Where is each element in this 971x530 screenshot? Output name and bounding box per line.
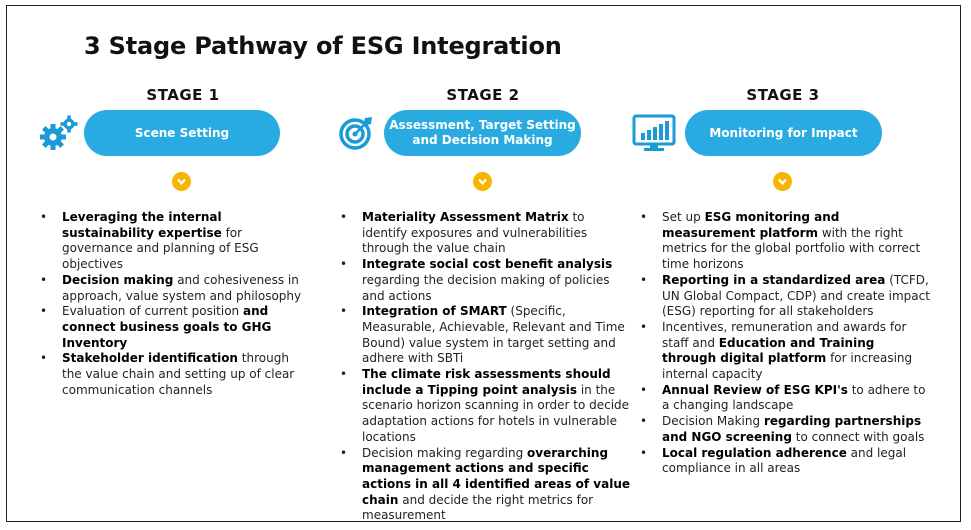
- bullet-bold-text: overarching management actions and speci…: [362, 445, 630, 507]
- bullet-text: (TCFD, UN Global Compact, CDP) and creat…: [662, 272, 930, 319]
- bullet-text: regarding the decision making of policie…: [362, 272, 610, 303]
- bullet-bold-text: Materiality Assessment Matrix: [362, 210, 569, 224]
- bullet-text: Set up: [662, 210, 705, 224]
- bullet-item: Annual Review of ESG KPI's to adhere to …: [640, 382, 930, 414]
- stage-2-pill-line1: Assessment, Target Setting: [389, 118, 576, 132]
- bullet-bold-text: ESG monitoring and measurement platform: [662, 210, 840, 240]
- stage-3-bullet-list: Set up ESG monitoring and measurement pl…: [640, 210, 930, 477]
- bullet-text: Decision Making: [662, 414, 764, 429]
- bullet-text: for governance and planning of ESG objec…: [62, 225, 259, 272]
- bullet-item: Stakeholder identification through the v…: [40, 351, 308, 398]
- bullet-bold-text: Reporting in a standardized area: [662, 272, 886, 287]
- bullet-bold-text: regarding partnerships and NGO screening: [662, 414, 922, 444]
- bullet-bold-text: Stakeholder identification: [62, 351, 238, 366]
- bullet-bold-text: Decision making: [62, 272, 174, 287]
- bullet-text: for increasing internal capacity: [662, 351, 913, 382]
- bullet-item: Decision Making regarding partnerships a…: [640, 414, 930, 445]
- stage-2-label: STAGE 2: [446, 86, 520, 104]
- bullet-item: Materiality Assessment Matrix to identif…: [340, 210, 630, 257]
- stage-2-pill: Assessment, Target Setting and Decision …: [384, 110, 581, 156]
- bullet-text: through the value chain and setting up o…: [62, 351, 295, 397]
- bullet-text: to adhere to a changing landscape: [662, 382, 926, 413]
- bullet-text: to identify exposures and vulnerabilitie…: [362, 210, 588, 256]
- bullet-item: Integrate social cost benefit analysis r…: [340, 257, 630, 304]
- stage-2-bullet-list: Materiality Assessment Matrix to identif…: [340, 210, 630, 524]
- bullet-bold-text: Education and Training through digital p…: [662, 335, 875, 366]
- down-arrow-icon: [172, 172, 191, 191]
- down-arrow-icon: [773, 172, 792, 191]
- bullet-item: Local regulation adherence and legal com…: [640, 445, 930, 477]
- down-arrow-icon: [473, 172, 492, 191]
- bullet-text: to connect with goals: [791, 429, 925, 444]
- bullet-item: Set up ESG monitoring and measurement pl…: [640, 210, 930, 273]
- gears-icon: [40, 115, 78, 150]
- stage-3-label: STAGE 3: [746, 86, 820, 104]
- bullet-item: Reporting in a standardized area (TCFD, …: [640, 272, 930, 320]
- bullet-item: The climate risk assessments should incl…: [340, 367, 630, 446]
- bullet-text: and decide the right metrics for measure…: [362, 492, 594, 523]
- stage-1-pill-line1: Scene Setting: [134, 125, 230, 140]
- bullet-text: in the scenario horizon scanning in orde…: [362, 382, 630, 444]
- bullet-bold-text: Leveraging the internal sustainability e…: [62, 210, 222, 240]
- bullet-bold-text: Local regulation adherence: [662, 445, 847, 460]
- stage-1-bullet-list: Leveraging the internal sustainability e…: [40, 210, 308, 398]
- stage-2-pill-line2: and Decision Making: [412, 133, 553, 147]
- monitor-chart-icon: [632, 114, 676, 151]
- stage-3-pill: Monitoring for Impact: [685, 110, 882, 156]
- bullet-item: Integration of SMART (Specific, Measurab…: [340, 304, 630, 367]
- stage-3-pill-line1: Monitoring for Impact: [709, 125, 858, 140]
- bullet-text: Incentives, remuneration and awards for …: [662, 319, 907, 350]
- bullet-bold-text: Integration of SMART: [362, 304, 507, 319]
- stage-1-label: STAGE 1: [146, 86, 220, 104]
- bullet-text: (Specific, Measurable, Achievable, Relev…: [362, 304, 625, 366]
- bullet-bold-text: and connect business goals to GHG Invent…: [62, 304, 272, 350]
- bullet-item: Evaluation of current position and conne…: [40, 304, 308, 351]
- bullet-text: Evaluation of current position: [62, 304, 243, 319]
- bullet-text: and cohesiveness in approach, value syst…: [62, 272, 302, 303]
- bullet-item: Leveraging the internal sustainability e…: [40, 210, 308, 273]
- bullet-item: Incentives, remuneration and awards for …: [640, 319, 930, 383]
- bullet-bold-text: Integrate social cost benefit analysis: [362, 257, 613, 272]
- stage-1-pill: Scene Setting: [84, 110, 280, 156]
- bullet-bold-text: Annual Review of ESG KPI's: [662, 382, 848, 397]
- bullet-item: Decision making and cohesiveness in appr…: [40, 272, 308, 304]
- bullet-item: Decision making regarding overarching ma…: [340, 445, 630, 525]
- page-title: 3 Stage Pathway of ESG Integration: [84, 32, 562, 60]
- bullet-text: Decision making regarding: [362, 445, 527, 460]
- bullet-bold-text: The climate risk assessments should incl…: [362, 367, 611, 397]
- bullet-text: with the right metrics for the global po…: [662, 225, 921, 272]
- bullet-text: and legal compliance in all areas: [662, 445, 907, 476]
- target-icon: [339, 117, 372, 150]
